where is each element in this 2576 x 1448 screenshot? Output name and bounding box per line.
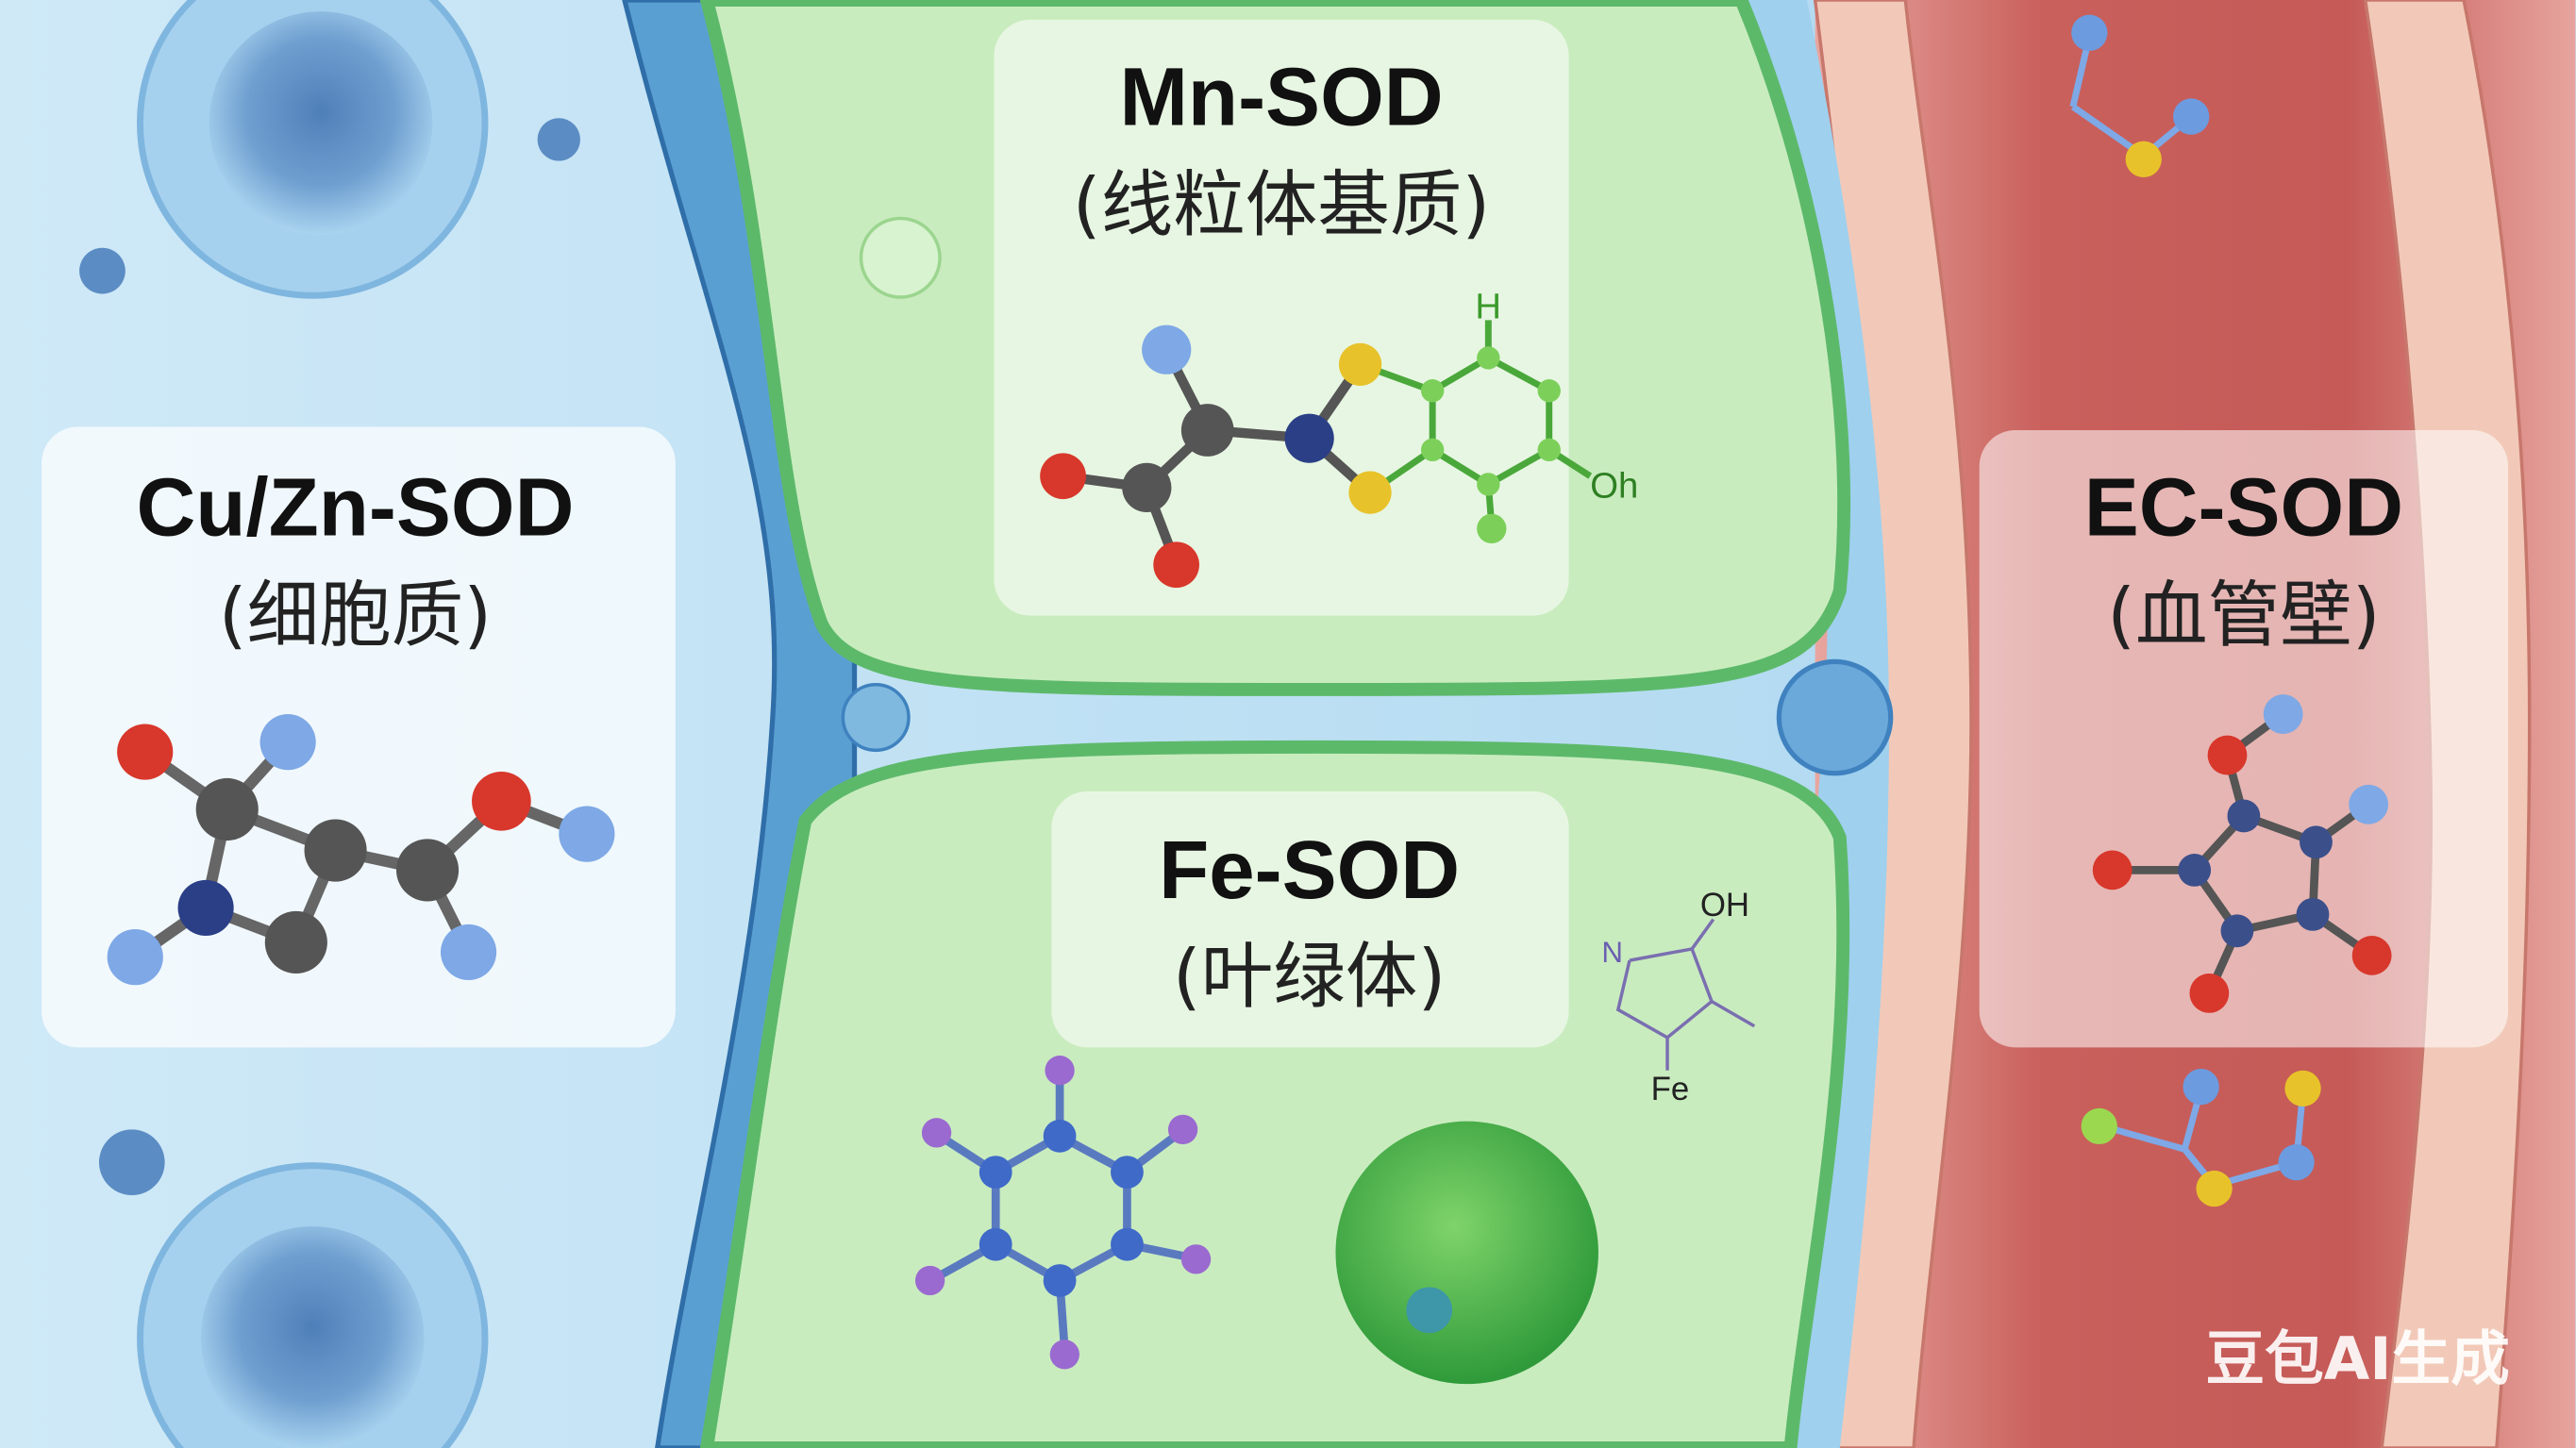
ec-sod-location: (血管壁) bbox=[2107, 574, 2380, 658]
ai-generated-watermark: 豆包AI生成 bbox=[2205, 1324, 2509, 1393]
fe-ring-molecule bbox=[1615, 918, 1756, 1071]
ec-sod-panel: EC-SOD (血管壁) bbox=[1979, 429, 2509, 1048]
fe-atom-oh: OH bbox=[1700, 887, 1749, 924]
mn-molecule bbox=[1040, 320, 1593, 589]
vesicle bbox=[98, 1129, 165, 1195]
vesicle bbox=[537, 118, 580, 161]
mn-atom-h: H bbox=[1475, 287, 1501, 327]
cuzn-sod-panel: Cu/Zn-SOD (细胞质) bbox=[42, 426, 676, 1048]
ec-sod-title: EC-SOD bbox=[2084, 461, 2403, 553]
fe-sod-panel: Fe-SOD (叶绿体) OH N Fe bbox=[914, 791, 1756, 1370]
blue-channel bbox=[1724, 0, 1889, 1448]
mn-sod-title: Mn-SOD bbox=[1119, 51, 1443, 142]
fe-sod-title: Fe-SOD bbox=[1159, 824, 1460, 916]
purple-molecule bbox=[914, 1056, 1212, 1370]
vesicle bbox=[1776, 658, 1894, 776]
mn-sod-location: (线粒体基质) bbox=[1073, 164, 1491, 248]
fe-sod-location: (叶绿体) bbox=[1173, 936, 1446, 1020]
mn-sod-panel: Mn-SOD (线粒体基质) H Oh bbox=[994, 19, 1638, 616]
cytoplasm-cell-top bbox=[137, 0, 489, 299]
cuzn-sod-title: Cu/Zn-SOD bbox=[137, 461, 575, 553]
fe-atom-n: N bbox=[1601, 936, 1623, 969]
vesicle bbox=[841, 682, 911, 753]
vesicle bbox=[79, 247, 125, 294]
ec-molecule bbox=[2092, 694, 2392, 1013]
green-virus bbox=[1335, 1121, 1598, 1385]
cuzn-molecule bbox=[107, 714, 615, 986]
vesicle bbox=[859, 216, 942, 299]
cytoplasm-cell-bottom bbox=[137, 1162, 489, 1448]
vessel-molecule bbox=[2069, 14, 2321, 1207]
cuzn-sod-location: (细胞质) bbox=[219, 574, 492, 658]
mn-atom-oh: Oh bbox=[1590, 465, 1638, 506]
fe-atom-fe: Fe bbox=[1651, 1071, 1690, 1107]
